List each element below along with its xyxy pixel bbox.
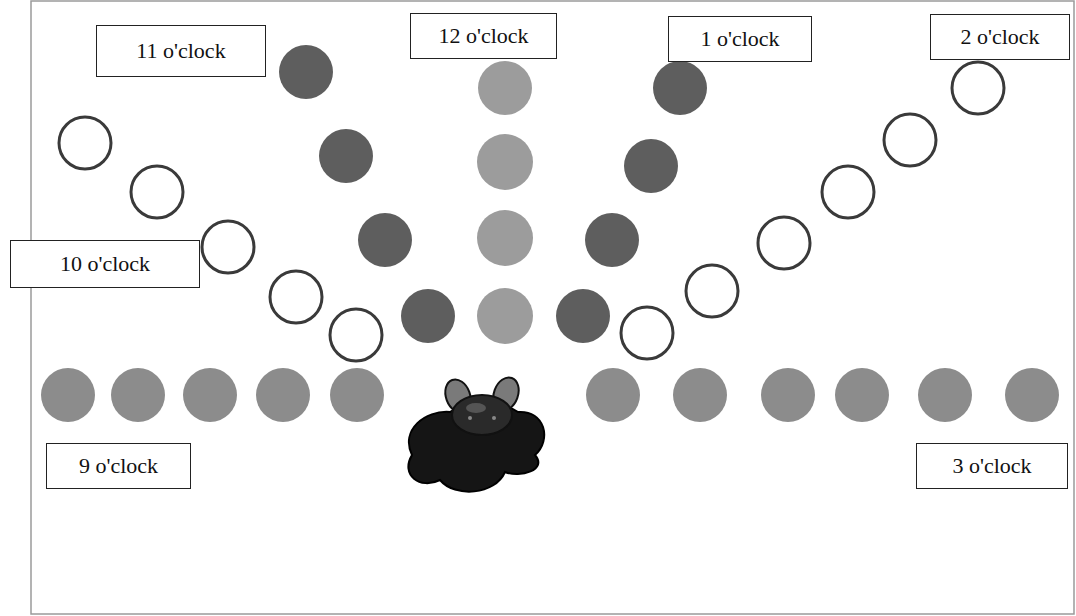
gray-dot [835, 368, 889, 422]
light-dot [477, 210, 533, 266]
dark-dot [624, 139, 678, 193]
light-dot [477, 288, 533, 344]
gray-dot [183, 368, 237, 422]
clock-label-box: 10 o'clock [10, 240, 200, 288]
clock-label-box: 2 o'clock [930, 14, 1070, 60]
light-dot [478, 61, 532, 115]
open-dot [758, 217, 810, 269]
clock-label-box: 11 o'clock [96, 25, 266, 77]
clock-label: 11 o'clock [136, 38, 225, 64]
frame [31, 1, 1074, 614]
clock-label: 10 o'clock [60, 251, 150, 277]
open-dot [131, 166, 183, 218]
clock-label: 3 o'clock [952, 453, 1031, 479]
gray-dot [918, 368, 972, 422]
clock-label: 12 o'clock [438, 23, 528, 49]
clock-label-box: 9 o'clock [46, 443, 191, 489]
clock-label: 2 o'clock [960, 24, 1039, 50]
gray-dot [761, 368, 815, 422]
open-dot [822, 166, 874, 218]
clock-label-box: 3 o'clock [916, 443, 1068, 489]
rat-figure [408, 374, 544, 492]
open-dot [884, 114, 936, 166]
horizontal-row [41, 368, 1059, 422]
gray-dot [41, 368, 95, 422]
clock-label: 1 o'clock [700, 26, 779, 52]
dark-dot [358, 213, 412, 267]
dark-dot [556, 289, 610, 343]
rat-eye [468, 416, 472, 420]
dark-dot [653, 61, 707, 115]
dark-dot [319, 129, 373, 183]
open-dot [686, 265, 738, 317]
clock-label-box: 12 o'clock [410, 13, 557, 59]
clock-label-box: 1 o'clock [668, 16, 812, 62]
open-dot [621, 307, 673, 359]
diagonal-dark-arms [279, 45, 707, 343]
open-dot [270, 271, 322, 323]
gray-dot [673, 368, 727, 422]
open-dot [330, 309, 382, 361]
gray-dot [330, 368, 384, 422]
gray-dot [586, 368, 640, 422]
light-dot [477, 134, 533, 190]
clock-label: 9 o'clock [79, 453, 158, 479]
gray-dot [111, 368, 165, 422]
dark-dot [401, 289, 455, 343]
rat-eye [492, 416, 496, 420]
twelve-arm [477, 61, 533, 344]
gray-dot [256, 368, 310, 422]
dark-dot [279, 45, 333, 99]
rat-head [452, 395, 512, 435]
rat-highlight [466, 403, 486, 413]
dark-dot [585, 213, 639, 267]
open-dot [952, 62, 1004, 114]
gray-dot [1005, 368, 1059, 422]
open-dot [202, 221, 254, 273]
open-dot [59, 117, 111, 169]
open-arms [59, 62, 1004, 361]
